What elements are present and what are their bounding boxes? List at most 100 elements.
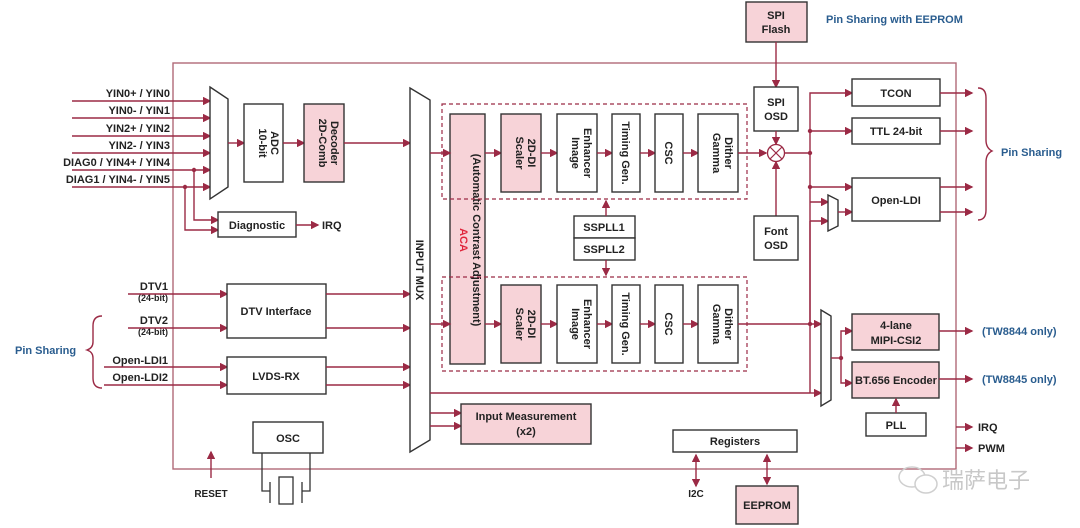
dtv-interface-label: DTV Interface (241, 306, 312, 318)
timing-gen-2-label: Timing Gen. (619, 292, 631, 355)
bt656-label: BT.656 Encoder (855, 375, 938, 387)
font-osd-block: Font OSD (753, 215, 799, 261)
pin-sharing-right-brace (977, 87, 994, 221)
dtv-interface-block: DTV Interface (226, 283, 327, 339)
adc-label-line2: ADC (268, 131, 280, 155)
scaler-block-1 (500, 113, 542, 193)
sspll2-label: SSPLL2 (583, 244, 625, 256)
pin-sharing-left-label: Pin Sharing (15, 345, 76, 357)
analog-input-mux (209, 85, 229, 201)
font-osd-line2: OSD (764, 240, 788, 252)
scaler-2-line2: 2D-DI (525, 310, 537, 339)
spi-osd-line1: SPI (767, 97, 785, 109)
pipeline-1: Scaler 2D-DI Image Enhancer Timing Gen. … (485, 113, 768, 193)
pin-sharing-right-label: Pin Sharing (1001, 147, 1062, 159)
open-ldi-block: Open-LDI (851, 177, 941, 222)
input-measurement-line1: Input Measurement (476, 411, 577, 423)
adc-block: 10-bit ADC (243, 103, 284, 183)
osc-label: OSC (276, 433, 300, 445)
sspll1-label: SSPLL1 (583, 222, 625, 234)
input-label-yin4: DIAG0 / YIN4+ / YIN4 (63, 157, 171, 169)
gamma-1-line1: Gamma (710, 133, 722, 174)
input-label-yin0: YIN0+ / YIN0 (106, 88, 170, 100)
lvds-rx-label: LVDS-RX (252, 371, 300, 383)
gamma-block-2 (697, 284, 739, 364)
csc-1-label: CSC (662, 141, 674, 164)
comb-decoder-block: 2D-Comb Decoder (303, 103, 345, 183)
spi-flash-line1: SPI (767, 10, 785, 22)
dtv1-sub-label: (24-bit) (138, 293, 168, 303)
open-ldi-mux (827, 193, 839, 233)
pipeline-2: Scaler 2D-DI Image Enhancer Timing Gen. … (485, 284, 823, 364)
eeprom-block: EEPROM (735, 485, 799, 525)
registers-block: Registers (672, 429, 798, 453)
open-ldi-label: Open-LDI (871, 195, 921, 207)
output-mux (820, 308, 832, 408)
image-enhancer-block-2 (556, 284, 598, 364)
tcon-label: TCON (880, 88, 911, 100)
sspll-block: SSPLL1 SSPLL2 (573, 215, 636, 261)
scaler-1-line2: 2D-DI (525, 139, 537, 168)
pin-sharing-eeprom-label: Pin Sharing with EEPROM (826, 14, 963, 26)
gamma-2-line2: Dither (722, 308, 734, 341)
mixer-icon (766, 143, 786, 163)
osc-block: OSC (252, 421, 324, 454)
aca-description: (Automatic Contrast Adjustment) (470, 154, 482, 327)
i2c-label: I2C (688, 489, 704, 500)
dtv2-sub-label: (24-bit) (138, 327, 168, 337)
pll-block: PLL (865, 412, 927, 437)
spi-osd-line2: OSD (764, 111, 788, 123)
analog-inputs: YIN0+ / YIN0 YIN0- / YIN1 YIN2+ / YIN2 Y… (63, 88, 220, 235)
csc-block-1 (654, 113, 684, 193)
spi-flash-block: SPI Flash (745, 1, 808, 43)
font-osd-line1: Font (764, 226, 788, 238)
bt656-encoder-block: BT.656 Encoder (851, 361, 940, 399)
mipi-line2: MIPI-CSI2 (871, 335, 922, 347)
wechat-icon (898, 466, 938, 494)
adc-label-line1: 10-bit (256, 128, 268, 158)
input-label-yin1: YIN0- / YIN1 (108, 105, 170, 117)
spi-osd-block: SPI OSD (753, 86, 799, 132)
ttl-label: TTL 24-bit (870, 126, 923, 138)
input-label-yin5: DIAG1 / YIN4- / YIN5 (66, 174, 170, 186)
input-measurement-line2: (x2) (516, 426, 536, 438)
mipi-line1: 4-lane (880, 320, 912, 332)
comb-label-line2: Decoder (328, 121, 340, 166)
mipi-csi2-block: 4-lane MIPI-CSI2 (851, 313, 940, 351)
chip-boundary (172, 62, 957, 470)
diag-irq-label: IRQ (322, 220, 342, 232)
lvds-rx-block: LVDS-RX (226, 356, 327, 395)
image-enhancer-2-line2: Enhancer (581, 299, 593, 350)
input-mux-block: INPUT MUX (409, 86, 431, 454)
pin-sharing-left-brace (84, 315, 103, 389)
watermark-text: 瑞萨电子 (942, 469, 1030, 494)
comb-label-line1: 2D-Comb (316, 119, 328, 168)
input-mux-label: INPUT MUX (413, 240, 425, 301)
tcon-block: TCON (851, 78, 941, 107)
aca-title: ACA (457, 228, 469, 252)
input-measurement-block: Input Measurement (x2) (460, 403, 592, 445)
ttl-24bit-block: TTL 24-bit (851, 117, 941, 145)
dtv1-label: DTV1 (140, 281, 168, 293)
image-enhancer-1-line1: Image (569, 137, 581, 169)
timing-gen-block-2 (611, 284, 641, 364)
pipeline-1-boundary (441, 103, 748, 200)
tw8845-label: (TW8845 only) (982, 374, 1057, 386)
image-enhancer-1-line2: Enhancer (581, 128, 593, 179)
pll-label: PLL (886, 420, 907, 432)
watermark: 瑞萨电子 (898, 466, 1030, 494)
eeprom-label: EEPROM (743, 500, 791, 512)
gamma-1-line2: Dither (722, 137, 734, 170)
dtv2-label: DTV2 (140, 315, 168, 327)
gamma-block-1 (697, 113, 739, 193)
aca-block: ACA (Automatic Contrast Adjustment) (449, 113, 486, 365)
csc-2-label: CSC (662, 312, 674, 335)
image-enhancer-2-line1: Image (569, 308, 581, 340)
crystal-icon (261, 453, 311, 505)
scaler-1-line1: Scaler (513, 136, 525, 170)
irq-label: IRQ (978, 422, 998, 434)
scaler-2-line1: Scaler (513, 307, 525, 341)
timing-gen-1-label: Timing Gen. (619, 121, 631, 184)
reset-label: RESET (194, 489, 227, 500)
